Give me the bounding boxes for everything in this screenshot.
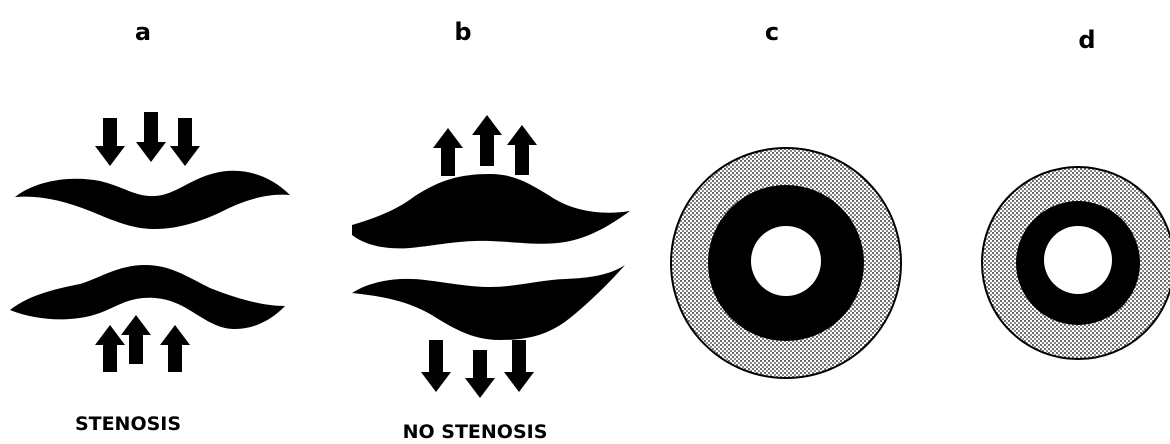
- arrow-down-icon: [504, 340, 534, 392]
- vessel-wall-upper: [15, 171, 290, 229]
- arrow-down-icon: [136, 112, 166, 162]
- panel-c: [671, 148, 901, 378]
- vessel-wall-upper: [352, 174, 630, 248]
- arrow-up-icon: [95, 325, 125, 372]
- arrow-down-icon: [95, 118, 125, 166]
- lumen: [1044, 226, 1112, 294]
- vessel-wall-lower: [352, 265, 625, 340]
- panel-label-d: d: [1078, 26, 1095, 54]
- arrow-up-icon: [507, 125, 537, 175]
- panel-b: NO STENOSIS: [352, 115, 630, 443]
- arrow-down-icon: [170, 118, 200, 166]
- panel-label-a: a: [135, 18, 151, 46]
- caption-no-stenosis: NO STENOSIS: [403, 421, 548, 443]
- arrow-down-icon: [421, 340, 451, 392]
- panel-d: [982, 167, 1170, 359]
- arrow-up-icon: [472, 115, 502, 166]
- panel-label-b: b: [454, 18, 471, 46]
- panel-label-c: c: [765, 18, 779, 46]
- arrow-up-icon: [121, 315, 151, 364]
- outward-arrows-top: [433, 115, 537, 176]
- inward-arrows-bottom: [95, 315, 190, 372]
- arrow-up-icon: [160, 325, 190, 372]
- panel-a: STENOSIS: [10, 112, 290, 435]
- caption-stenosis: STENOSIS: [75, 413, 181, 435]
- vessel-wall-lower: [10, 265, 285, 329]
- outward-arrows-bottom: [421, 340, 534, 398]
- inward-arrows-top: [95, 112, 200, 166]
- lumen: [751, 226, 821, 296]
- arrow-up-icon: [433, 128, 463, 176]
- arrow-down-icon: [465, 350, 495, 398]
